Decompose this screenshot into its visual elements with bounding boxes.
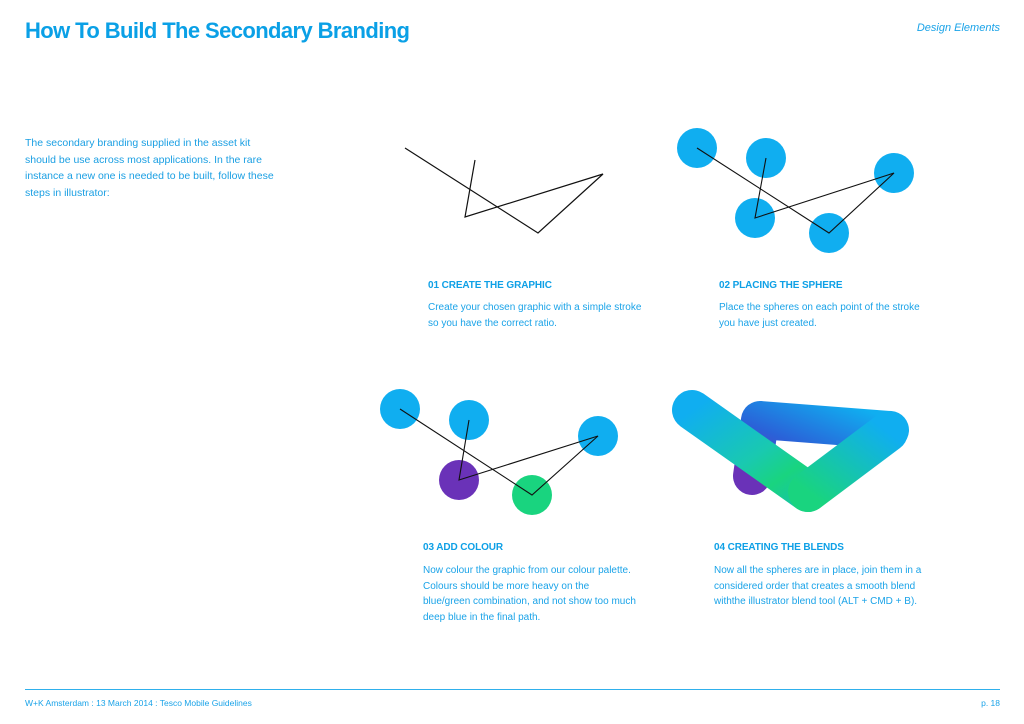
footer-credit: W+K Amsterdam : 13 March 2014 : Tesco Mo… [25,698,252,708]
step-2-spheres-graphic [665,120,925,260]
step-1-heading: 01 CREATE THE GRAPHIC [428,280,552,291]
step-3-description: Now colour the graphic from our colour p… [423,563,638,625]
step-1-description: Create your chosen graphic with a simple… [428,300,643,331]
step-3-coloured-graphic [375,385,635,525]
step-4-description: Now all the spheres are in place, join t… [714,563,929,610]
section-label: Design Elements [917,22,1000,34]
intro-paragraph: The secondary branding supplied in the a… [25,135,275,201]
page-title: How To Build The Secondary Branding [25,18,409,44]
step-1-stroke-graphic [395,140,615,245]
step-4-blended-graphic [660,380,930,530]
step-4-heading: 04 CREATING THE BLENDS [714,542,844,553]
step-3-heading: 03 ADD COLOUR [423,542,503,553]
step-2-heading: 02 PLACING THE SPHERE [719,280,842,291]
footer-divider [25,689,1000,690]
step-2-description: Place the spheres on each point of the s… [719,300,934,331]
page-number: p. 18 [981,698,1000,708]
